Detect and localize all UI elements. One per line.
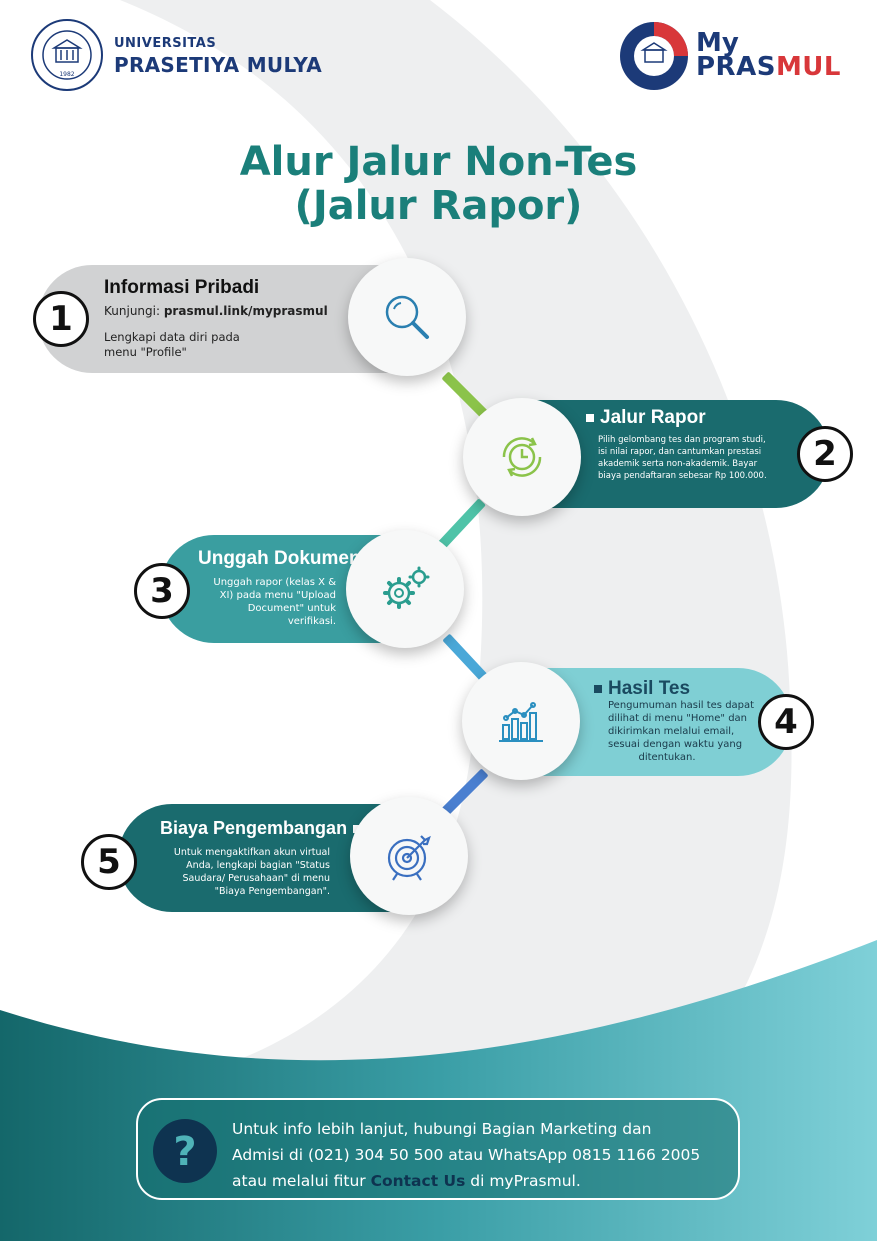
university-label: UNIVERSITAS: [114, 36, 217, 51]
step-4-text-l5: ditentukan.: [638, 752, 696, 763]
step-2-text-l1: Pilih gelombang tes dan program studi,: [598, 435, 766, 445]
page-title-line1: Alur Jalur Non-Tes: [239, 139, 638, 185]
app-logo-name-a: PRAS: [696, 52, 776, 82]
step-4-text-l3: dikirimkan melalui email,: [608, 726, 735, 737]
step-4-text-l4: sesuai dengan waktu yang: [608, 739, 743, 750]
step-1-link[interactable]: prasmul.link/myprasmul: [163, 304, 328, 318]
step-1-link-prefix: Kunjungi:: [104, 304, 164, 318]
university-name: PRASETIYA MULYA: [114, 53, 323, 77]
step-5-text-l3: Saudara/ Perusahaan" di menu: [182, 873, 330, 884]
step-5-text-l2: Anda, lengkapi bagian "Status: [186, 860, 330, 871]
step-5-title: Biaya Pengembangan: [160, 818, 348, 838]
step-1-text-l2: menu "Profile": [104, 345, 187, 359]
step-1-title: Informasi Pribadi: [104, 277, 260, 298]
step-4-number: 4: [758, 694, 814, 750]
step-3-text-l2: XI) pada menu "Upload: [219, 590, 336, 601]
contact-info-line1: Untuk info lebih lanjut, hubungi Bagian …: [232, 1120, 652, 1138]
step-2-icon-circle: [463, 398, 581, 516]
step-3-text-l1: Unggah rapor (kelas X &: [213, 577, 336, 588]
step-5-title-row: Biaya Pengembangan: [160, 818, 367, 839]
step-2-title: Jalur Rapor: [600, 407, 706, 428]
contact-info-line2: Admisi di (021) 304 50 500 atau WhatsApp…: [232, 1146, 701, 1164]
university-seal-logo: 1982: [31, 19, 103, 91]
step-1-text-l1: Lengkapi data diri pada: [104, 330, 240, 344]
step-3-number: 3: [134, 563, 190, 619]
step-5-icon-circle: [350, 797, 468, 915]
clock-refresh-icon: [502, 437, 542, 477]
step-4-text-l1: Pengumuman hasil tes dapat: [608, 700, 755, 711]
page-title-line2: (Jalur Rapor): [294, 183, 583, 229]
step-5-text-l1: Untuk mengaktifkan akun virtual: [173, 847, 330, 858]
step-5-number: 5: [81, 834, 137, 890]
step-3-title: Unggah Dokumen: [198, 548, 361, 569]
contact-info-line3-a: atau melalui fitur: [232, 1172, 371, 1190]
step-2-text-l2: isi nilai rapor, dan cantumkan prestasi: [598, 447, 762, 457]
step-3-icon-circle: [346, 530, 464, 648]
app-logo-name: PRASMUL: [696, 52, 841, 82]
step-3-text-l3: Document" untuk: [247, 603, 336, 614]
contact-info-text: Untuk info lebih lanjut, hubungi Bagian …: [232, 1116, 732, 1194]
step-4-title: Hasil Tes: [608, 678, 691, 699]
contact-info-line3: atau melalui fitur Contact Us di myPrasm…: [232, 1168, 732, 1194]
step-2-title-row: Jalur Rapor: [586, 407, 706, 429]
bar-chart-icon: [499, 702, 543, 742]
app-logo-name-b: MUL: [775, 52, 841, 82]
svg-text:?: ?: [173, 1129, 196, 1175]
step-1-number: 1: [33, 291, 89, 347]
step-5-text-l4: "Biaya Pengembangan".: [214, 886, 330, 897]
step-4-text-l2: dilihat di menu "Home" dan: [608, 713, 748, 724]
target-icon: [387, 835, 431, 881]
step-1-icon-circle: [348, 258, 466, 376]
step-3-text-l4: verifikasi.: [287, 616, 336, 627]
question-icon: ?: [153, 1119, 217, 1183]
bullet-square-icon: [594, 684, 602, 693]
seal-year: 1982: [59, 71, 74, 78]
step-1-link-line: Kunjungi: prasmul.link/myprasmul: [104, 304, 328, 319]
step-2-text-l3: akademik serta non-akademik. Bayar: [598, 459, 758, 469]
contact-info-line3-c: di myPrasmul.: [465, 1172, 581, 1190]
app-logo-my: My: [696, 28, 739, 58]
step-2-text-l4: biaya pendaftaran sebesar Rp 100.000.: [598, 471, 767, 481]
search-icon: [385, 295, 429, 339]
bullet-square-icon: [586, 413, 594, 422]
step-4-icon-circle: [462, 662, 580, 780]
gears-icon: [383, 566, 430, 609]
contact-us-link[interactable]: Contact Us: [370, 1172, 466, 1190]
contact-info-box: [136, 1098, 740, 1200]
step-4-title-row: Hasil Tes: [594, 678, 690, 700]
step-2-number: 2: [797, 426, 853, 482]
myprasmul-logo: [620, 22, 688, 90]
